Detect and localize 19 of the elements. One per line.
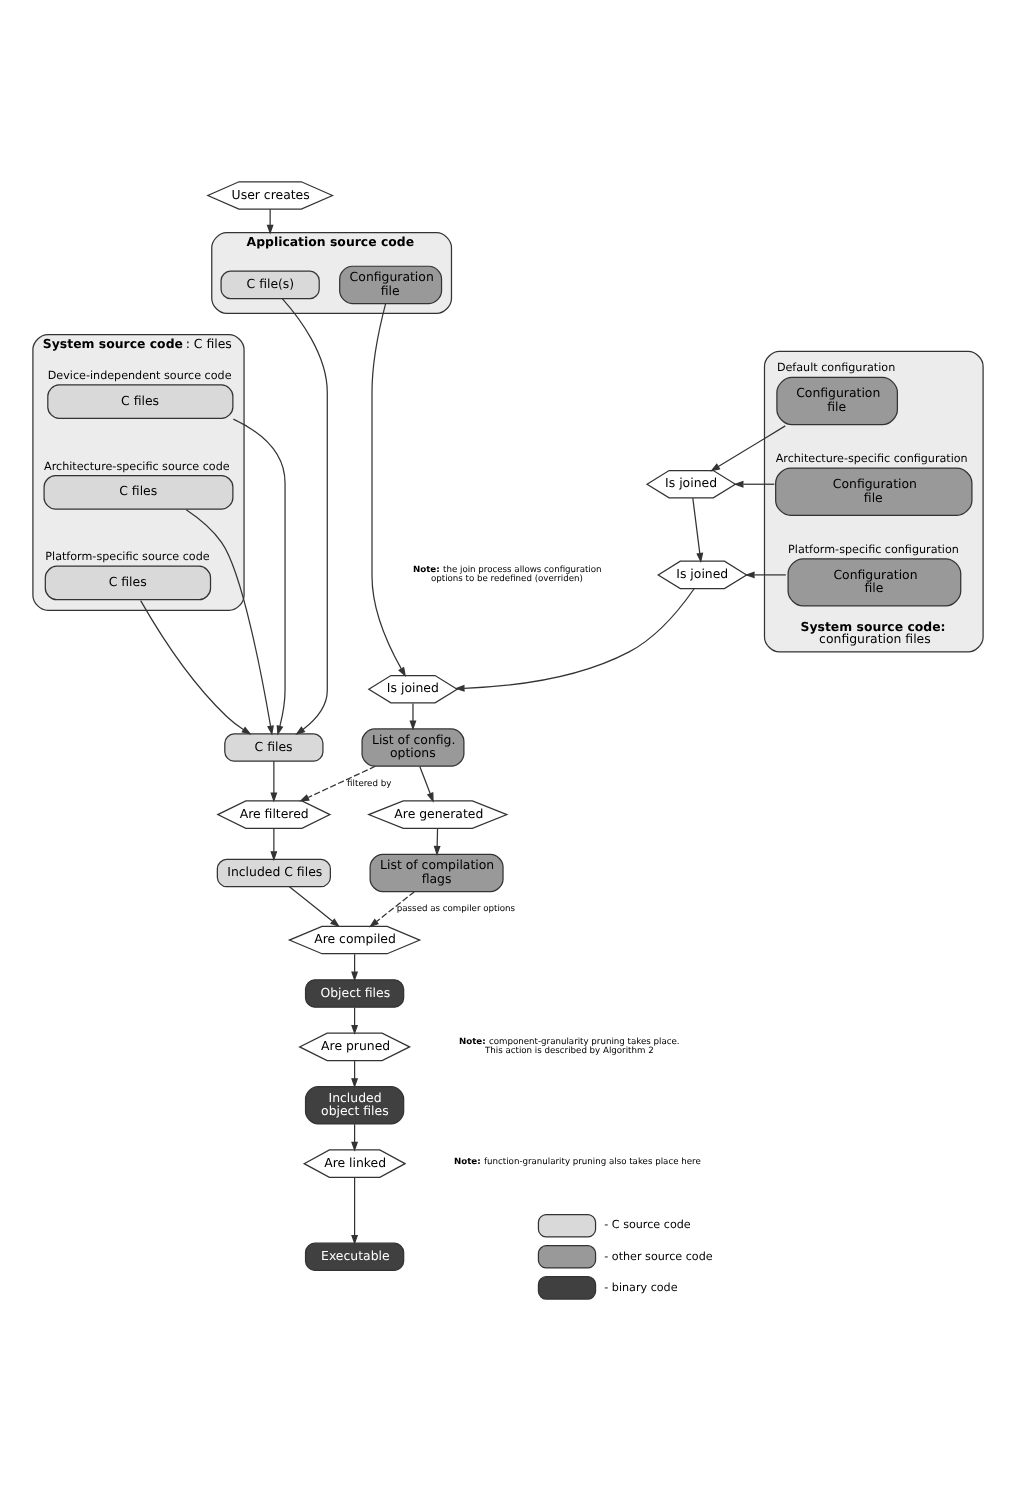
arrow: [184, 508, 273, 735]
arrow: [350, 1175, 358, 1244]
arrow: [231, 417, 285, 735]
arrow: [287, 885, 339, 927]
arrow: [743, 570, 786, 578]
arrow: [368, 890, 414, 927]
arrow: [139, 599, 251, 734]
arrow: [265, 207, 273, 234]
arrow: [418, 764, 433, 802]
arrow: [370, 302, 405, 677]
arrow: [269, 759, 277, 802]
arrow: [298, 764, 375, 801]
arrow: [732, 479, 774, 487]
arrow: [269, 827, 277, 861]
arrow: [280, 297, 327, 734]
arrow: [709, 424, 785, 471]
arrow: [453, 587, 694, 691]
arrow: [691, 496, 703, 562]
arrow: [408, 701, 416, 730]
